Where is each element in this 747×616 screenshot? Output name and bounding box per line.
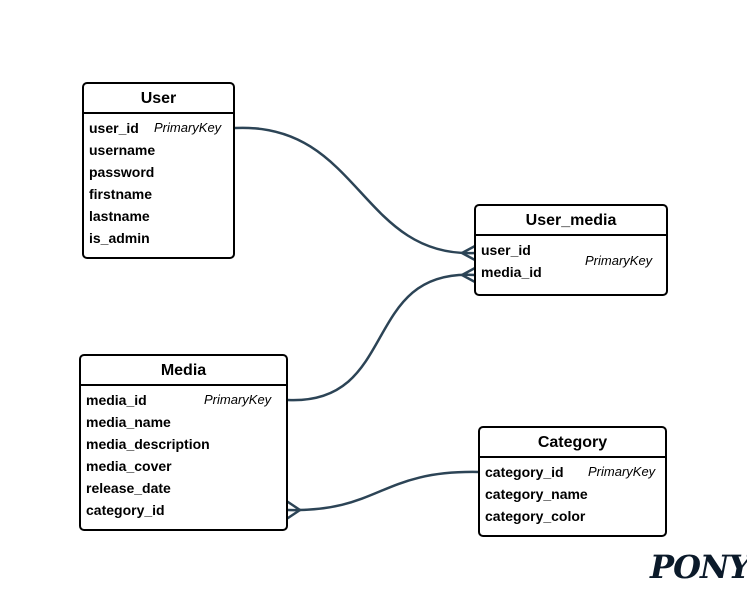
attribute-list: user_id username password firstname last… <box>84 114 233 249</box>
attribute-row: user_id <box>89 120 139 136</box>
attribute-row: media_name <box>86 414 171 430</box>
attribute-row: media_cover <box>86 458 172 474</box>
entity-title: User_media <box>476 206 666 236</box>
pony-logo: PONY <box>650 548 747 586</box>
relation-category-media <box>286 470 481 512</box>
attribute-row: media_id <box>86 392 147 408</box>
primary-key-label: PrimaryKey <box>154 120 222 135</box>
relation-user-user-media <box>233 126 477 255</box>
attribute-row: media_description <box>86 436 210 452</box>
attribute-row: firstname <box>89 186 153 202</box>
attribute-row: category_id <box>86 502 165 518</box>
primary-key-label: PrimaryKey <box>588 464 656 479</box>
attribute-row: release_date <box>86 480 171 496</box>
crowfoot-user-media-media-icon <box>460 266 477 284</box>
attribute-row: category_name <box>485 486 588 502</box>
entity-title: Media <box>81 356 286 386</box>
crowfoot-user-media-user-icon <box>460 244 477 262</box>
entity-category[interactable]: Category category_id category_name categ… <box>478 426 667 537</box>
primary-key-label: PrimaryKey <box>204 392 272 407</box>
attribute-list: media_id media_name media_description me… <box>81 386 286 521</box>
entity-media[interactable]: Media media_id media_name media_descript… <box>79 354 288 531</box>
attribute-row: category_id <box>485 464 564 480</box>
attribute-row: password <box>89 164 155 180</box>
attribute-list: user_id media_id PrimaryKey <box>476 236 666 283</box>
crowfoot-media-category-icon <box>286 500 302 520</box>
entity-user[interactable]: User user_id username password firstname… <box>82 82 235 259</box>
attribute-row: category_color <box>485 508 586 524</box>
entity-title: Category <box>480 428 665 458</box>
attribute-row: media_id <box>481 264 542 280</box>
attribute-row: is_admin <box>89 230 150 246</box>
primary-key-label: PrimaryKey <box>585 253 653 268</box>
entity-user-media[interactable]: User_media user_id media_id PrimaryKey <box>474 204 668 296</box>
attribute-row: username <box>89 142 156 158</box>
relation-media-user-media <box>286 273 477 402</box>
entity-title: User <box>84 84 233 114</box>
attribute-list: category_id category_name category_color… <box>480 458 665 527</box>
attribute-row: user_id <box>481 242 531 258</box>
attribute-row: lastname <box>89 208 150 224</box>
